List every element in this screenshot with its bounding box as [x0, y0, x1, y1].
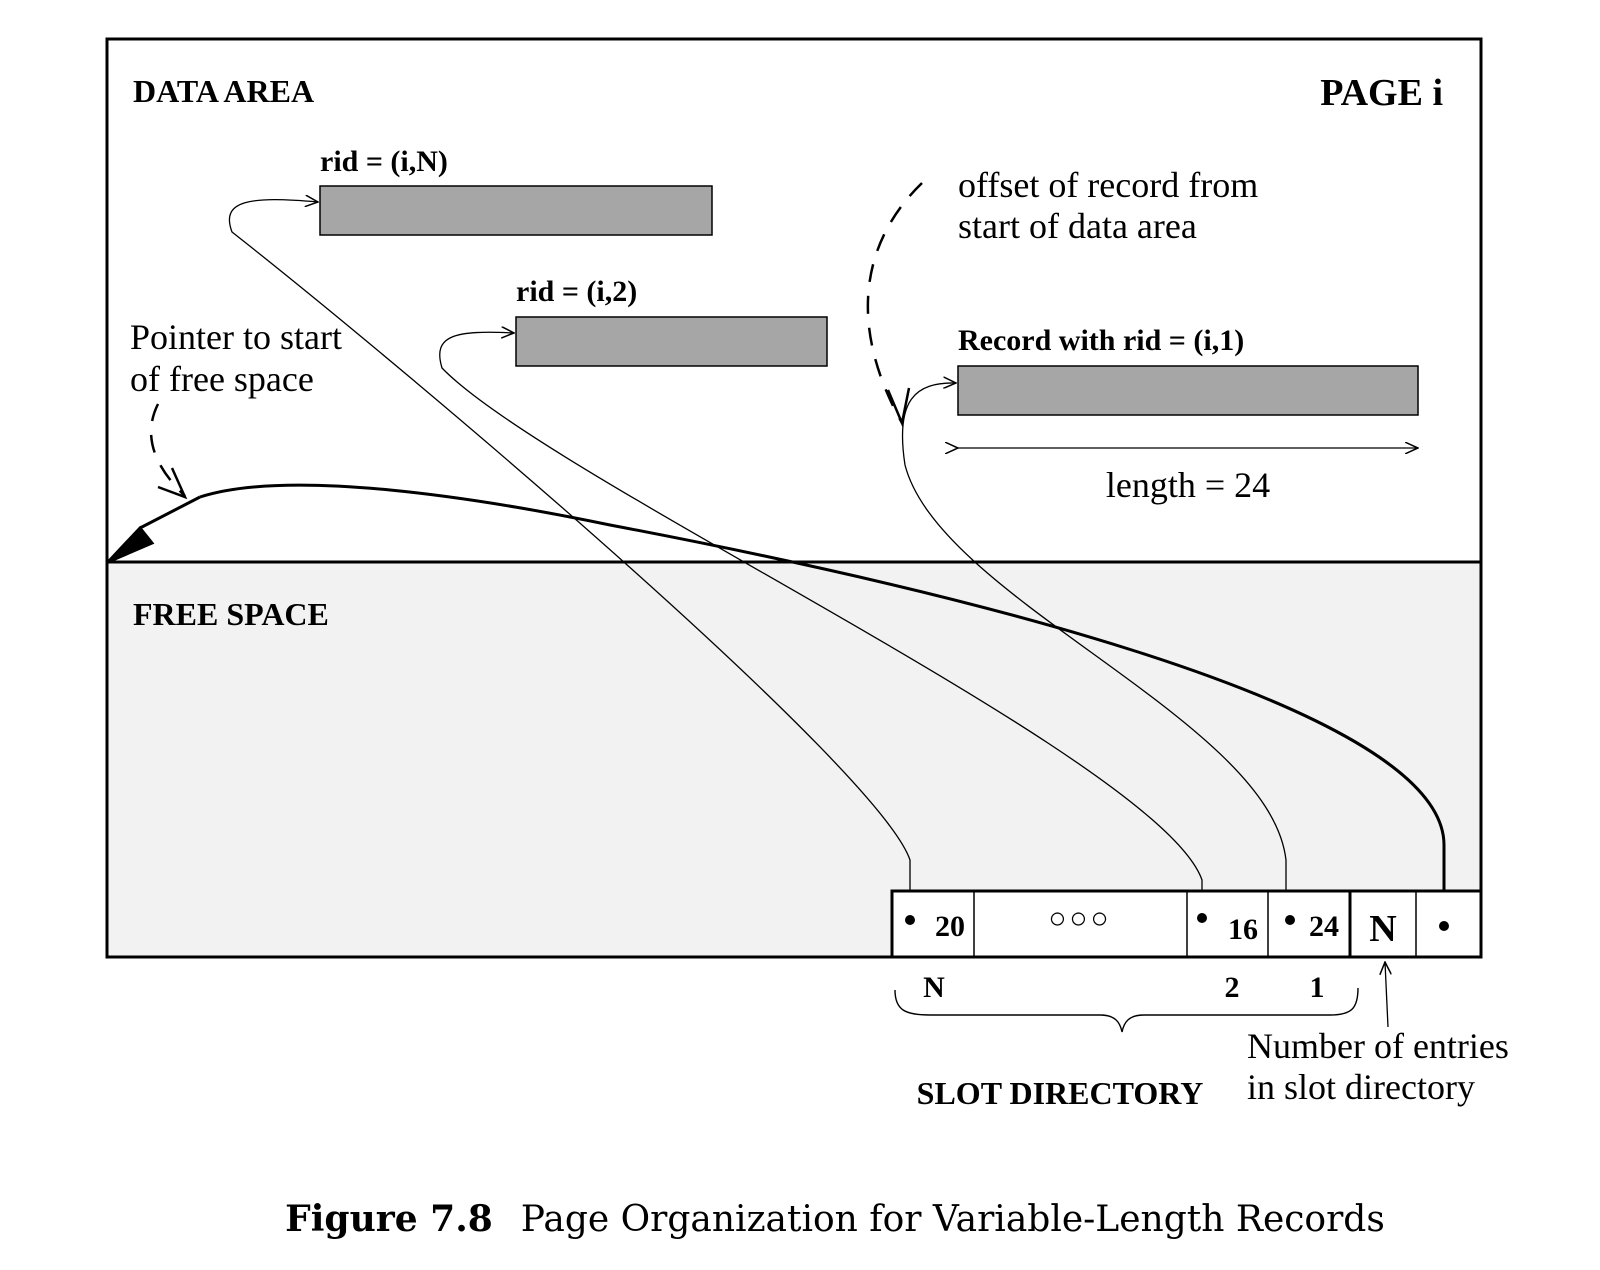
page-label: PAGE i	[1320, 72, 1443, 114]
offset-label-line2: start of data area	[958, 206, 1197, 246]
pointer-dashed-arrow	[149, 403, 186, 497]
pointer-arrowhead	[157, 467, 188, 500]
slot-directory-label: SLOT DIRECTORY	[917, 1075, 1204, 1111]
free-space-label: FREE SPACE	[133, 596, 329, 632]
slot-ellipsis: ○○○	[1048, 902, 1111, 935]
record-n-label: rid = (i,N)	[320, 145, 448, 178]
record-2	[515, 316, 828, 367]
record-n	[319, 185, 713, 236]
pointer-label-line2: of free space	[130, 359, 314, 399]
entries-label-line2: in slot directory	[1247, 1067, 1475, 1107]
slot-1-pointer	[901, 383, 1287, 918]
free-space-pointer	[199, 483, 1446, 925]
record-1	[957, 365, 1419, 416]
record-1-label: Record with rid = (i,1)	[958, 324, 1244, 357]
free-space-pointer-head	[106, 495, 201, 564]
offset-label-line1: offset of record from	[958, 165, 1258, 205]
pointer-label-line1: Pointer to start	[130, 317, 342, 357]
free-pointer-dot	[1439, 921, 1449, 931]
slot-index-2: 2	[1225, 971, 1240, 1004]
entries-label-line1: Number of entries	[1247, 1026, 1509, 1066]
offset-dashed-arrow	[866, 182, 923, 424]
slot-2-pointer	[439, 332, 1203, 918]
offset-arrowhead	[886, 387, 911, 428]
slot-n-dot	[905, 915, 915, 925]
page-outline	[105, 37, 1483, 959]
slot-index-n: N	[923, 971, 945, 1004]
figure-caption: Figure 7.8 Page Organization for Variable…	[285, 1198, 1385, 1240]
slot-1-dot	[1285, 915, 1295, 925]
slot-2-value: 16	[1228, 913, 1258, 946]
caption-text: Page Organization for Variable-Length Re…	[521, 1199, 1385, 1240]
record-2-label: rid = (i,2)	[516, 275, 637, 308]
entries-arrow	[1385, 962, 1388, 1028]
slot-n-value: 20	[935, 910, 965, 943]
slot-2-dot	[1197, 913, 1207, 923]
data-area-label: DATA AREA	[133, 73, 314, 109]
length-label: length = 24	[1106, 465, 1270, 505]
caption-number: Figure 7.8	[285, 1198, 493, 1240]
slot-1-value: 24	[1309, 910, 1339, 943]
entry-count-cell: N	[1369, 908, 1396, 950]
slot-directory-brace	[894, 987, 1359, 1033]
slot-n-pointer	[228, 200, 911, 918]
slot-index-1: 1	[1310, 971, 1325, 1004]
